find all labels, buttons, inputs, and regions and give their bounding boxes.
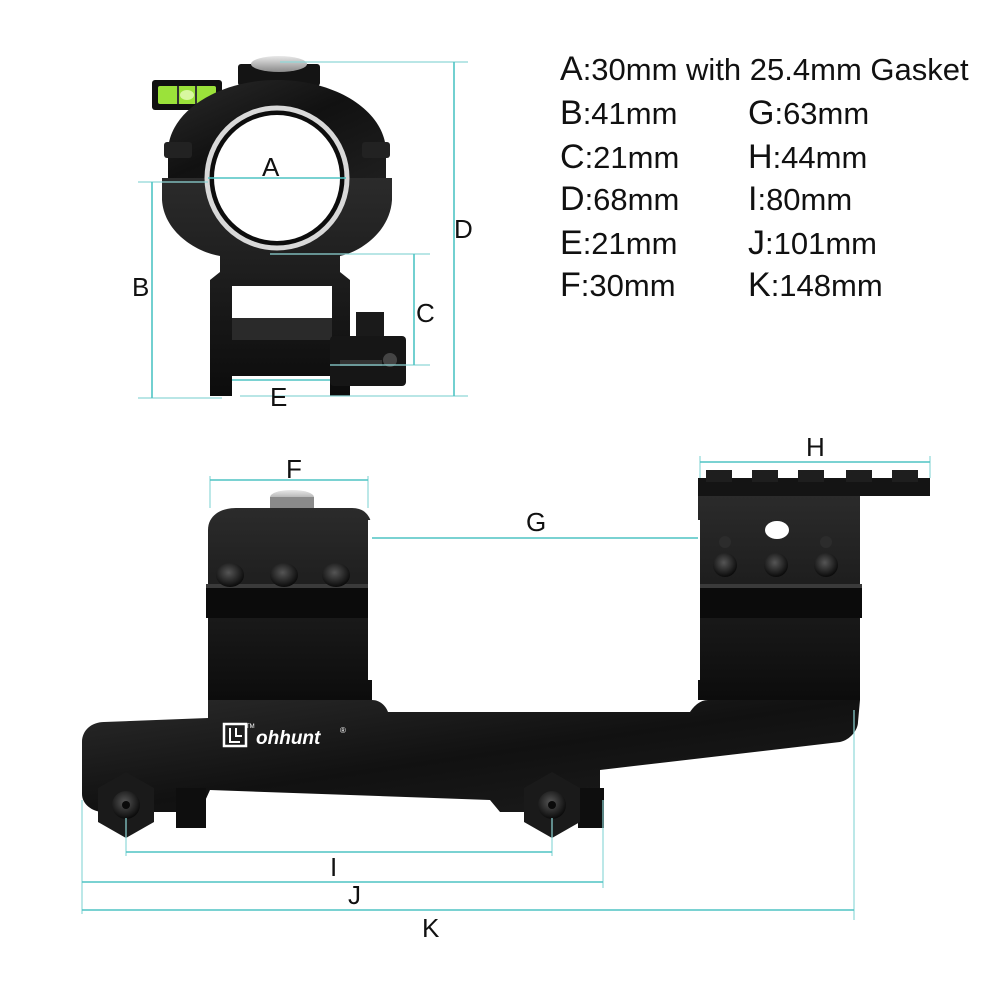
spec-c: C:21mm [560, 140, 679, 174]
brand-trademark: TM [246, 724, 255, 730]
spec-e-value: :21mm [582, 226, 678, 261]
spec-g: G:63mm [748, 96, 869, 130]
dim-label-d: D [454, 214, 473, 244]
spec-f-value: :30mm [580, 268, 676, 303]
spec-j-value: :101mm [765, 226, 877, 261]
spec-b: B:41mm [560, 96, 677, 130]
dim-label-e: E [270, 382, 287, 412]
spec-k-value: :148mm [770, 268, 883, 303]
spec-a: A:30mm with 25.4mm Gasket [560, 52, 969, 86]
spec-d-key: D [560, 180, 585, 218]
spec-f-key: F [560, 266, 581, 304]
spec-j-key: J [748, 224, 765, 262]
spec-g-key: G [748, 94, 775, 132]
spec-b-value: :41mm [582, 96, 678, 131]
spec-c-value: :21mm [584, 140, 680, 175]
spec-h-key: H [748, 138, 773, 176]
spec-k: K:148mm [748, 268, 883, 302]
spec-f: F:30mm [560, 268, 676, 302]
spec-d-value: :68mm [584, 182, 680, 217]
spec-h: H:44mm [748, 140, 867, 174]
spec-k-key: K [748, 266, 771, 304]
dim-label-f: F [286, 454, 302, 484]
dim-label-j: J [348, 880, 361, 910]
rear-ring-screws [216, 563, 350, 587]
side-view: TM ohhunt ® [82, 470, 930, 838]
spec-d: D:68mm [560, 182, 679, 216]
brand-logo-text: ohhunt [256, 728, 321, 749]
brand-registered: ® [340, 726, 346, 735]
spec-e-key: E [560, 224, 583, 262]
side-view-dimensions [81, 456, 931, 920]
spec-b-key: B [560, 94, 583, 132]
front-ring-screws [713, 536, 838, 577]
dim-label-i: I [330, 852, 337, 882]
front-view-dimensions [138, 61, 468, 399]
dimension-labels: A B C D E F G H I J K [132, 152, 825, 943]
spec-c-key: C [560, 138, 585, 176]
spec-i-value: :80mm [757, 182, 853, 217]
spec-g-value: :63mm [774, 96, 870, 131]
spec-a-value: :30mm with 25.4mm Gasket [582, 52, 969, 87]
spec-i-key: I [748, 180, 758, 218]
dim-label-a: A [262, 152, 280, 182]
spec-h-value: :44mm [772, 140, 868, 175]
front-view [152, 56, 406, 396]
dim-label-c: C [416, 298, 435, 328]
dim-label-g: G [526, 507, 546, 537]
spec-j: J:101mm [748, 226, 877, 260]
front-clamp-nut [524, 772, 580, 838]
spec-e: E:21mm [560, 226, 677, 260]
dim-label-b: B [132, 272, 149, 302]
rear-clamp-nut [98, 772, 154, 838]
brand-logo-icon [222, 722, 248, 748]
spec-a-key: A [560, 50, 583, 88]
dim-label-h: H [806, 432, 825, 462]
dim-label-k: K [422, 913, 440, 943]
spec-i: I:80mm [748, 182, 852, 216]
